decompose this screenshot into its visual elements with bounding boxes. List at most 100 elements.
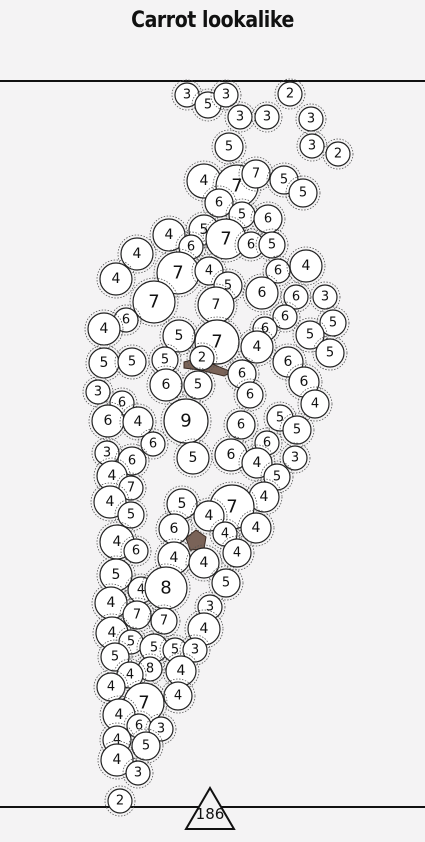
number-cell[interactable]: 4 bbox=[297, 386, 333, 422]
number-cell[interactable]: 4 bbox=[184, 609, 224, 649]
cell-circle bbox=[118, 475, 144, 501]
number-cell[interactable]: 4 bbox=[219, 535, 255, 571]
cell-value: 6 bbox=[237, 418, 245, 433]
number-cell[interactable]: 6 bbox=[242, 273, 282, 313]
number-cell[interactable]: 6 bbox=[137, 428, 169, 460]
cell-circle bbox=[85, 379, 111, 405]
cell-value: 6 bbox=[162, 377, 171, 393]
cell-halo bbox=[173, 438, 213, 478]
number-cell[interactable]: 4 bbox=[185, 544, 223, 582]
cell-halo bbox=[223, 407, 259, 443]
cell-value: 4 bbox=[177, 663, 186, 679]
cell-value: 4 bbox=[205, 508, 214, 524]
number-cell[interactable]: 5 bbox=[312, 335, 348, 371]
cell-value: 5 bbox=[100, 355, 109, 371]
number-cell[interactable]: 3 bbox=[296, 130, 328, 162]
number-cell[interactable]: 7 bbox=[238, 156, 274, 192]
cell-value: 7 bbox=[127, 481, 135, 496]
cell-circle bbox=[319, 309, 347, 337]
number-cell[interactable]: 3 bbox=[122, 757, 154, 789]
cell-value: 5 bbox=[306, 328, 314, 343]
cell-value: 5 bbox=[127, 635, 135, 650]
number-cell[interactable]: 6 bbox=[233, 378, 267, 412]
number-cell[interactable]: 7 bbox=[194, 283, 238, 327]
number-cell[interactable]: 8 bbox=[134, 653, 166, 685]
number-cell[interactable]: 6 bbox=[223, 407, 259, 443]
number-cell[interactable]: 4 bbox=[237, 509, 275, 547]
cell-circle bbox=[93, 485, 127, 519]
cell-circle bbox=[122, 406, 154, 438]
number-cell[interactable]: 4 bbox=[286, 246, 326, 286]
cell-value: 3 bbox=[308, 139, 316, 154]
number-cell[interactable]: 3 bbox=[251, 101, 283, 133]
cell-halo bbox=[119, 403, 157, 441]
number-cell[interactable]: 5 bbox=[208, 565, 244, 601]
cell-value: 7 bbox=[211, 332, 222, 353]
cell-halo bbox=[194, 283, 238, 327]
number-cell[interactable]: 4 bbox=[93, 669, 129, 705]
number-cell[interactable]: 2 bbox=[186, 342, 218, 374]
number-cell[interactable]: 3 bbox=[279, 442, 311, 474]
number-cell[interactable]: 4 bbox=[238, 444, 276, 482]
cell-halo bbox=[186, 342, 218, 374]
number-cell[interactable]: 5 bbox=[255, 228, 289, 262]
cell-halo bbox=[84, 309, 124, 349]
number-cell[interactable]: 3 bbox=[179, 634, 211, 666]
number-cell[interactable]: 6 bbox=[224, 356, 260, 392]
number-cell[interactable]: 3 bbox=[82, 376, 114, 408]
number-cell[interactable]: 4 bbox=[190, 497, 228, 535]
number-cell[interactable]: 4 bbox=[237, 327, 277, 367]
number-cell[interactable]: 5 bbox=[173, 438, 213, 478]
cell-value: 6 bbox=[187, 240, 195, 255]
number-cell[interactable]: 5 bbox=[97, 639, 133, 675]
number-cell[interactable]: 4 bbox=[119, 403, 157, 441]
cell-value: 6 bbox=[104, 413, 113, 429]
cell-value: 6 bbox=[227, 447, 236, 463]
number-cell[interactable]: 2 bbox=[322, 138, 354, 170]
number-cell[interactable]: 3 bbox=[309, 281, 341, 313]
cell-value: 4 bbox=[113, 733, 121, 748]
number-cell[interactable]: 4 bbox=[117, 234, 157, 274]
cell-circle bbox=[214, 132, 244, 162]
number-cell[interactable]: 3 bbox=[295, 103, 327, 135]
cell-halo bbox=[296, 130, 328, 162]
number-cell[interactable]: 2 bbox=[104, 785, 136, 817]
number-cell[interactable]: 6 bbox=[250, 201, 286, 237]
cell-halo bbox=[208, 565, 244, 601]
number-cell[interactable]: 6 bbox=[146, 365, 186, 405]
number-cell[interactable]: 2 bbox=[274, 78, 306, 110]
number-cell[interactable]: 3 bbox=[210, 79, 242, 111]
number-cell[interactable]: 4 bbox=[97, 740, 137, 780]
number-cell[interactable]: 7 bbox=[147, 604, 181, 638]
cell-value: 5 bbox=[189, 450, 198, 466]
number-cell[interactable]: 7 bbox=[129, 277, 179, 327]
number-cell[interactable]: 4 bbox=[160, 678, 196, 714]
cell-value: 4 bbox=[108, 468, 117, 484]
cell-halo bbox=[309, 281, 341, 313]
cell-value: 3 bbox=[191, 643, 199, 658]
cell-value: 5 bbox=[273, 470, 281, 485]
cell-value: 3 bbox=[263, 110, 271, 125]
number-cell[interactable]: 5 bbox=[292, 317, 328, 353]
number-cell[interactable]: 4 bbox=[96, 259, 136, 299]
number-cell[interactable]: 4 bbox=[183, 160, 225, 202]
cell-halo bbox=[233, 378, 267, 412]
cell-value: 6 bbox=[122, 313, 130, 328]
cell-value: 5 bbox=[299, 186, 307, 201]
number-cell[interactable]: 5 bbox=[180, 367, 216, 403]
cell-halo bbox=[160, 678, 196, 714]
cell-circle bbox=[117, 347, 147, 377]
number-cell[interactable]: 5 bbox=[211, 129, 247, 165]
cell-halo bbox=[190, 497, 228, 535]
cell-circle bbox=[254, 104, 280, 130]
cell-halo bbox=[238, 444, 276, 482]
number-cell[interactable]: 5 bbox=[279, 412, 315, 448]
score-value: 186 bbox=[195, 805, 225, 823]
number-cell[interactable]: 5 bbox=[114, 344, 150, 380]
number-cell[interactable]: 5 bbox=[85, 344, 123, 382]
number-cell[interactable]: 7 bbox=[115, 472, 147, 504]
number-cell[interactable]: 6 bbox=[120, 535, 152, 567]
number-cell[interactable]: 5 bbox=[128, 728, 164, 764]
number-cell[interactable]: 5 bbox=[285, 175, 321, 211]
